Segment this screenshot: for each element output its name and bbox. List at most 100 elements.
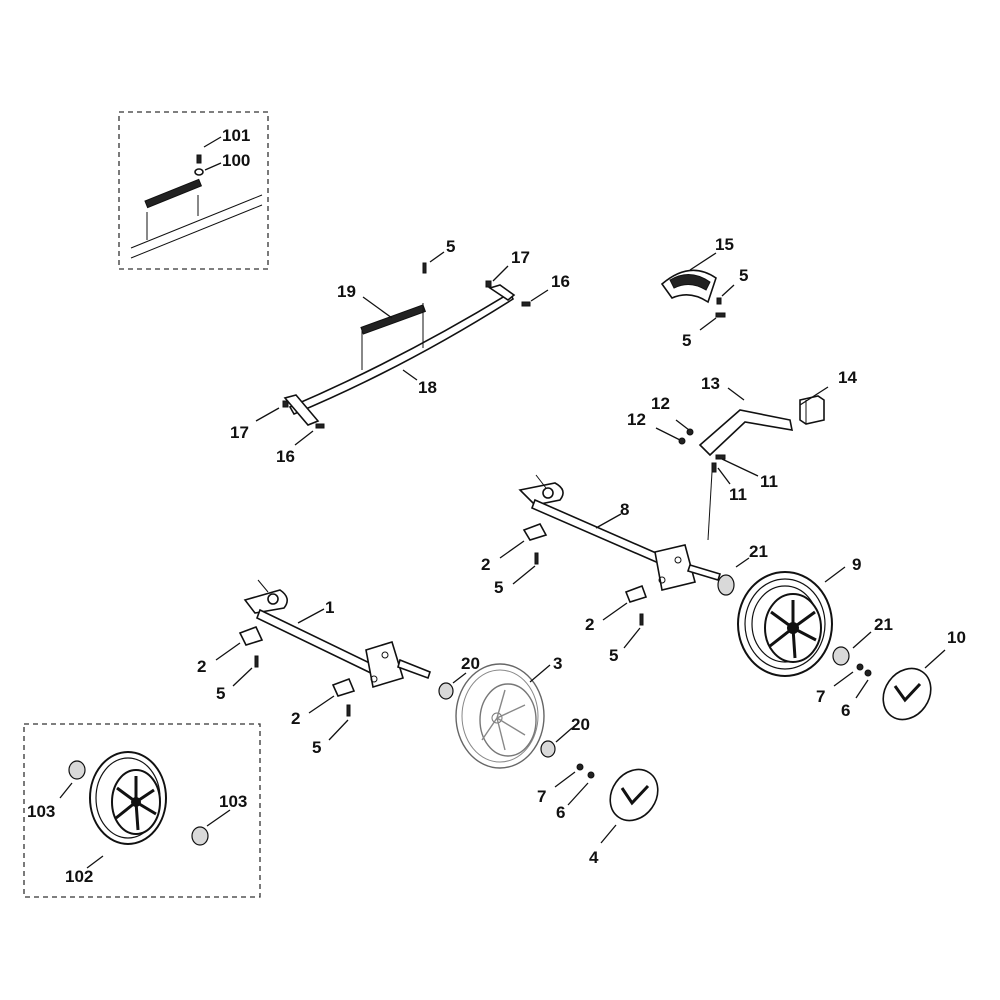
nut-12-b [678, 437, 686, 445]
axle-8-stub [686, 564, 722, 581]
callout-2-rear-b: 2 [585, 615, 594, 634]
hub-21-side [832, 646, 850, 666]
callout-6-front: 6 [556, 803, 565, 822]
callout-12-a: 12 [651, 394, 670, 413]
bracket-2-rear-b [624, 584, 648, 603]
callout-1: 1 [325, 598, 334, 617]
callout-2-rear-a: 2 [481, 555, 490, 574]
callout-6-right: 6 [841, 701, 850, 720]
callout-7-front: 7 [537, 787, 546, 806]
bearing-103-a [68, 760, 86, 780]
knob-14-part [799, 395, 825, 425]
callout-14: 14 [838, 368, 857, 387]
callout-16-left: 16 [276, 447, 295, 466]
screw-5-rear-a [534, 552, 539, 565]
screw-7-right [856, 663, 864, 671]
inset-wheel-detail [23, 723, 261, 898]
bracket-2-front-a [238, 625, 264, 646]
callout-17-right: 17 [511, 248, 530, 267]
callout-11-a: 11 [760, 472, 778, 491]
callout-7-right: 7 [816, 687, 825, 706]
callout-10: 10 [947, 628, 966, 647]
callout-13: 13 [701, 374, 720, 393]
bearing-103-b [191, 826, 209, 846]
washer-6-right [864, 669, 872, 677]
bearing-20-b [540, 740, 556, 758]
bracket-2-front-b [331, 677, 356, 697]
callout-5-front-b: 5 [312, 738, 321, 757]
screw-5-top [422, 262, 427, 274]
callout-5-adj-b: 5 [682, 331, 691, 350]
screw-5-adj-b [715, 312, 726, 318]
callout-12-b: 12 [627, 410, 646, 429]
rod-end-right [488, 284, 516, 301]
callout-21-rear: 21 [749, 542, 768, 561]
callout-5-rear-b: 5 [609, 646, 618, 665]
rod-end-left [283, 394, 320, 426]
bolt-16-left [315, 423, 325, 429]
lever-13-part [698, 409, 794, 457]
bolt-11-a [715, 454, 726, 460]
axle-8-rod [530, 498, 673, 570]
wheel-9-assembly [717, 557, 946, 721]
callout-20-a: 20 [461, 654, 480, 673]
callout-2-front-b: 2 [291, 709, 300, 728]
screw-5-rear-b [639, 613, 644, 626]
height-adjuster [660, 252, 735, 331]
callout-20-b: 20 [571, 715, 590, 734]
rear-axle-assembly [518, 474, 722, 591]
hubcap-4-part [609, 768, 659, 822]
callout-2-front-a: 2 [197, 657, 206, 676]
bearing-20-a [438, 682, 454, 700]
washer-100-part [194, 168, 204, 176]
handle-rod-assembly [255, 251, 549, 446]
callout-16-right: 16 [551, 272, 570, 291]
callout-9: 9 [852, 555, 861, 574]
screw-7-front [576, 763, 584, 771]
screw-101-part [196, 154, 202, 164]
callout-103-right: 103 [219, 792, 247, 811]
inset-dashed-frame [118, 111, 269, 270]
callout-15: 15 [715, 235, 734, 254]
callout-5-rod-top: 5 [446, 237, 455, 256]
spring-19-part [360, 304, 427, 335]
callout-5-rear-a: 5 [494, 578, 503, 597]
front-axle-assembly [215, 579, 431, 741]
callout-18: 18 [418, 378, 437, 397]
screw-5-front-b [346, 704, 351, 717]
hub-21-rear [717, 574, 735, 596]
bracket-2-rear-a [522, 523, 548, 541]
callout-3: 3 [553, 654, 562, 673]
nut-17-top [485, 280, 492, 288]
callout-100: 100 [222, 151, 250, 170]
axle-1-arm [243, 589, 288, 614]
spring-part [144, 178, 203, 209]
nut-17-left [282, 400, 289, 408]
screw-5-adj-a [716, 297, 722, 305]
callout-labels: 101 100 5 17 16 19 18 17 16 15 5 5 13 14… [27, 126, 966, 886]
wheel-3-assembly [438, 663, 659, 844]
rod-18-part [288, 291, 515, 416]
callout-4: 4 [589, 848, 599, 867]
callout-101: 101 [222, 126, 250, 145]
callout-102: 102 [65, 867, 93, 886]
hubcap-10-part [882, 667, 932, 721]
rear-brackets [499, 523, 648, 649]
callout-8: 8 [620, 500, 629, 519]
axle-1-stub [397, 658, 431, 680]
screw-5-front-a [254, 655, 259, 668]
nut-12-a [686, 428, 694, 436]
inset-spring-detail [118, 111, 269, 270]
callout-21-side: 21 [874, 615, 893, 634]
callout-11-b: 11 [729, 485, 747, 504]
callout-17-left: 17 [230, 423, 249, 442]
washer-6-front [587, 771, 595, 779]
callout-19: 19 [337, 282, 356, 301]
axle-1-rod [255, 608, 382, 678]
adjuster-teeth [669, 274, 711, 291]
callout-103-left: 103 [27, 802, 55, 821]
callout-5-front-a: 5 [216, 684, 225, 703]
callout-5-adj-a: 5 [739, 266, 748, 285]
bolt-16-top [521, 301, 531, 307]
